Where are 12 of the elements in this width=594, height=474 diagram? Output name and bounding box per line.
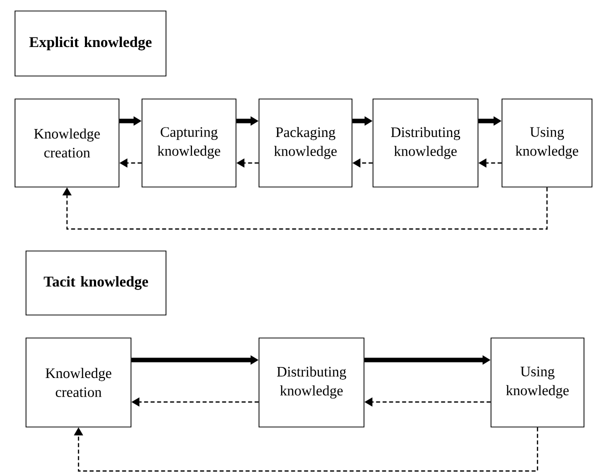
process-box: Using knowledge	[502, 98, 592, 188]
feedback-arrow	[62, 187, 548, 230]
process-box: Distributing knowledge	[258, 338, 364, 428]
process-box: Distributing knowledge	[372, 98, 478, 188]
process-box: Knowledge creation	[26, 338, 132, 428]
heading-box: Tacit knowledge	[26, 250, 166, 316]
process-box: Capturing knowledge	[142, 98, 236, 188]
process-box: Packaging knowledge	[258, 98, 352, 188]
process-box: Using knowledge	[490, 338, 584, 428]
feedback-arrow	[74, 427, 538, 472]
heading-box: Explicit knowledge	[14, 10, 166, 76]
process-box: Knowledge creation	[14, 98, 120, 188]
